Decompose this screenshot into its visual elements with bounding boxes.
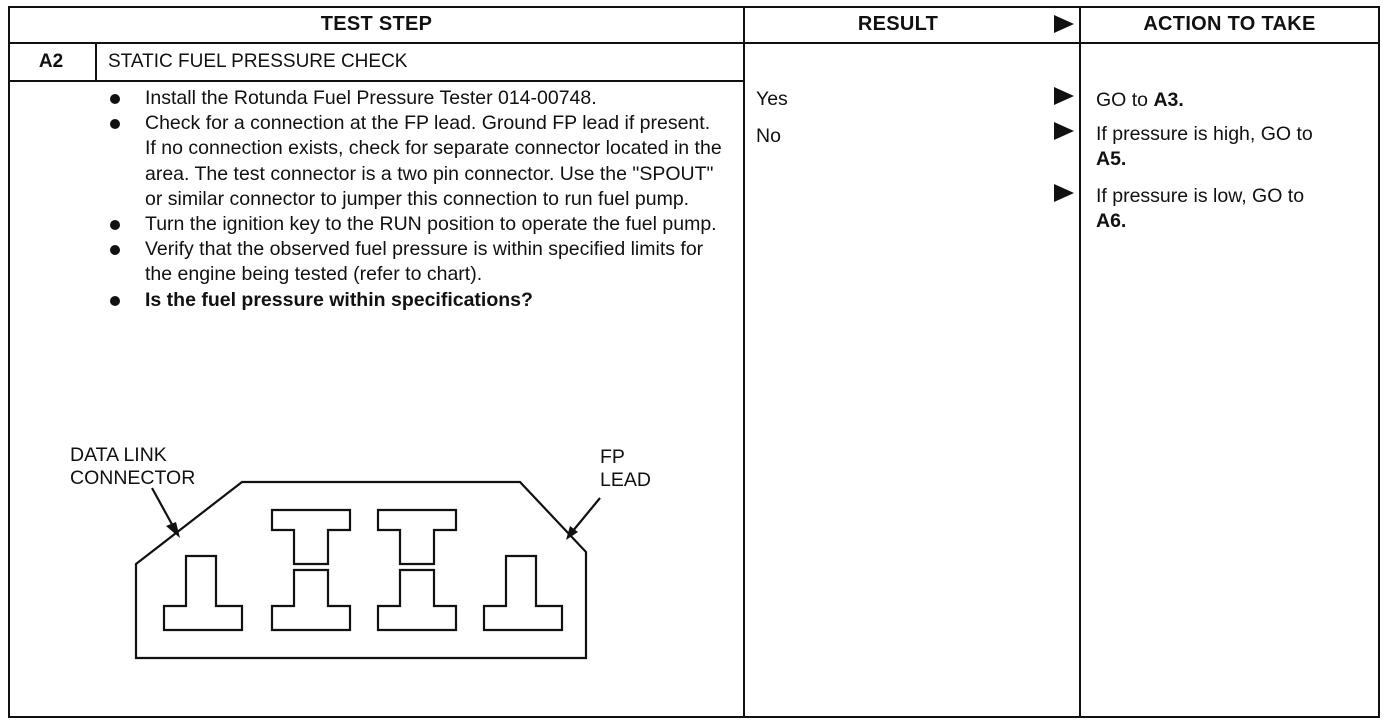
instruction-item: Check for a connection at the FP lead. G…	[102, 111, 722, 212]
instruction-text: Verify that the observed fuel pressure i…	[145, 238, 704, 286]
connector-pin	[482, 554, 564, 632]
connector-pin	[270, 568, 352, 632]
label-line: CONNECTOR	[70, 467, 196, 489]
header-divider	[8, 42, 1380, 44]
connector-pin	[162, 554, 244, 632]
label-line: LEAD	[600, 469, 651, 491]
result-column-divider	[743, 6, 745, 718]
action-high: If pressure is high, GO to A5.	[1096, 122, 1376, 172]
connector-pin	[376, 508, 458, 566]
action-high-target: A5.	[1096, 148, 1127, 170]
arrow-right-icon	[1054, 87, 1074, 105]
connector-pin	[376, 568, 458, 632]
action-yes-target: A3.	[1153, 89, 1184, 111]
step-id-divider	[95, 42, 97, 82]
data-link-connector-label: DATA LINK CONNECTOR	[70, 444, 195, 490]
table-bottom-border	[8, 716, 1380, 718]
action-yes-text: GO to	[1096, 89, 1154, 111]
header-test-step: TEST STEP	[320, 12, 433, 35]
label-line: FP	[600, 446, 625, 468]
table-top-border	[8, 6, 1380, 8]
instruction-text: Turn the ignition key to the RUN positio…	[145, 213, 717, 236]
action-column-divider	[1079, 6, 1081, 718]
instruction-text: Install the Rotunda Fuel Pressure Tester…	[145, 87, 597, 109]
action-low-text: If pressure is low, GO to	[1096, 185, 1305, 207]
instruction-item: Verify that the observed fuel pressure i…	[102, 237, 722, 287]
header-result: RESULT	[857, 12, 939, 35]
arrow-right-icon	[1054, 184, 1074, 202]
header-action-to-take: ACTION TO TAKE	[1143, 12, 1316, 35]
arrow-right-icon	[1054, 122, 1074, 140]
step-title-divider	[8, 80, 744, 82]
action-low: If pressure is low, GO to A6.	[1096, 184, 1376, 234]
action-low-target: A6.	[1096, 210, 1127, 232]
result-yes: Yes	[756, 88, 788, 110]
bullet-icon	[110, 220, 120, 231]
action-yes: GO to A3.	[1096, 88, 1376, 113]
leader-line	[151, 487, 175, 529]
instruction-item: Turn the ignition key to the RUN positio…	[102, 212, 722, 237]
leader-arrow-icon	[566, 526, 578, 540]
connector-pin	[270, 508, 352, 566]
connector-housing	[134, 480, 588, 660]
question-text: Is the fuel pressure within specificatio…	[145, 288, 533, 311]
leader-line	[571, 497, 601, 533]
instruction-item: Install the Rotunda Fuel Pressure Tester…	[102, 86, 722, 111]
step-id: A2	[38, 51, 64, 72]
bullet-icon	[110, 295, 120, 306]
instruction-question: Is the fuel pressure within specificatio…	[102, 288, 722, 313]
label-line: DATA LINK	[70, 444, 167, 466]
instruction-list: Install the Rotunda Fuel Pressure Tester…	[102, 86, 722, 313]
leader-arrow-icon	[166, 522, 180, 538]
table-left-border	[8, 6, 10, 718]
data-link-connector-diagram	[134, 480, 601, 660]
instruction-text: Check for a connection at the FP lead. G…	[145, 112, 722, 210]
step-title: STATIC FUEL PRESSURE CHECK	[108, 51, 408, 72]
table-right-border	[1378, 6, 1380, 718]
result-no: No	[756, 125, 781, 147]
fp-lead-label: FP LEAD	[600, 446, 651, 492]
action-high-text: If pressure is high, GO to	[1096, 123, 1313, 145]
bullet-icon	[110, 119, 120, 130]
arrow-right-icon	[1054, 15, 1074, 33]
bullet-icon	[110, 245, 120, 256]
bullet-icon	[110, 94, 120, 104]
